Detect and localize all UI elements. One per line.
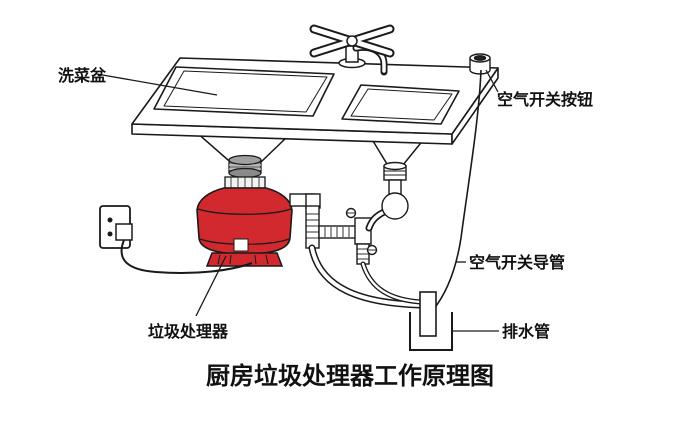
disposer-unit — [196, 187, 293, 267]
p-trap-assembly — [365, 161, 409, 232]
discharge-pipes — [289, 193, 378, 265]
discharge-downpipe — [305, 205, 320, 249]
drain-pipe-label: 排水管 — [502, 322, 550, 341]
air-switch-conduit-tube — [432, 69, 482, 311]
disposer-collar — [224, 176, 266, 189]
disposer-label: 垃圾处理器 — [148, 322, 229, 341]
faucet — [309, 24, 395, 76]
trap-bulb — [381, 192, 409, 220]
power-outlet — [99, 205, 253, 274]
air-switch-button — [469, 53, 491, 75]
left-basin — [153, 66, 335, 117]
diagram-title: 厨房垃圾处理器工作原理图 — [206, 362, 494, 390]
outlet-hole-bottom — [107, 231, 113, 237]
faucet-cross-handle — [309, 24, 395, 58]
power-plug — [115, 223, 133, 241]
disposer-mount-flange — [228, 154, 262, 179]
air-switch-button-cap — [473, 55, 487, 61]
disposer-label-plate — [233, 238, 249, 252]
sink-label: 洗菜盆 — [58, 66, 107, 85]
air-switch-button-label: 空气开关按钮 — [497, 90, 593, 109]
leader-disposer — [195, 255, 227, 317]
leader-air-switch-button — [485, 69, 499, 93]
leader-sink — [96, 73, 218, 96]
right-basin — [341, 84, 460, 125]
floor-drain — [409, 291, 453, 351]
drain-hoses — [308, 244, 424, 309]
leader-lines — [96, 69, 499, 332]
drain-standpipe — [419, 291, 437, 337]
outlet-hole-top — [107, 217, 113, 223]
power-cord — [120, 239, 253, 274]
air-switch-conduit-label: 空气开关导管 — [469, 253, 565, 272]
